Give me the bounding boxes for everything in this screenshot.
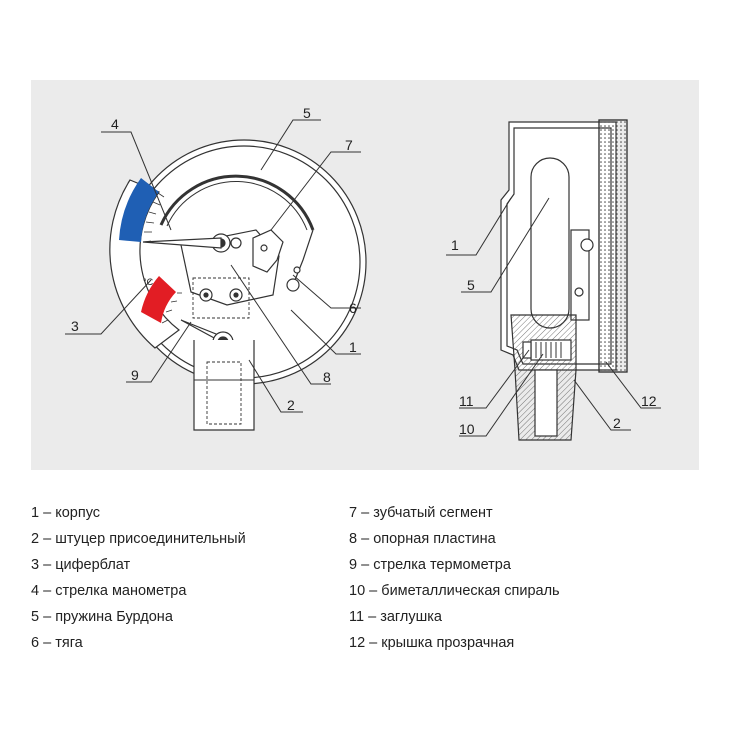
pressure-needle (142, 237, 222, 249)
callout-10: 10 (459, 421, 475, 437)
link-pivot (286, 278, 300, 292)
legend-number: 9 (349, 557, 358, 573)
legend-text: зубчатый сегмент (373, 505, 493, 521)
temperature-scale-ticks (161, 292, 182, 324)
legend-text: штуцер присоединительный (55, 531, 246, 547)
legend-separator: – (357, 557, 374, 573)
legend-column-left: 1 – корпус 2 – штуцер присоединительный … (31, 500, 246, 656)
legend-number: 3 (31, 557, 40, 573)
callout-3: 3 (71, 318, 79, 334)
pressure-scale-arc (119, 178, 159, 242)
segment-pivot (260, 244, 268, 252)
callout-4: 4 (111, 116, 119, 132)
legend-item: 4 – стрелка манометра (31, 578, 246, 604)
legend-item: 1 – корпус (31, 500, 246, 526)
legend-separator: – (365, 583, 382, 599)
legend-separator: – (364, 609, 381, 625)
leader-lines (65, 119, 661, 437)
legend-item: 3 – циферблат (31, 552, 246, 578)
callout-9: 9 (131, 367, 139, 383)
bracket-screw-right-core (233, 292, 239, 298)
legend-text: циферблат (55, 557, 131, 573)
bimetal-spiral (535, 342, 562, 358)
celsius-unit-label: °C (143, 277, 154, 287)
legend-item: 12 – крышка прозрачная (349, 630, 560, 656)
legend-item: 5 – пружина Бурдона (31, 604, 246, 630)
parts-legend: 1 – корпус 2 – штуцер присоединительный … (31, 500, 699, 660)
legend-separator: – (39, 635, 56, 651)
legend-text: корпус (55, 505, 101, 521)
bourdon-spring (159, 174, 315, 231)
socket-bracket-outline (192, 277, 250, 319)
side-movement-pivot (574, 287, 584, 297)
legend-number: 7 (349, 505, 358, 521)
legend-number: 6 (31, 635, 40, 651)
temperature-scale-arc (141, 276, 176, 323)
legend-text: пружина Бурдона (55, 609, 173, 625)
legend-number: 4 (31, 583, 40, 599)
callout-11: 11 (459, 393, 474, 409)
callout-2-front: 2 (287, 397, 295, 413)
callout-5: 5 (303, 105, 311, 121)
transparent-cover (598, 119, 628, 373)
legend-separator: – (39, 531, 56, 547)
callout-6: 6 (349, 300, 357, 316)
legend-item: 8 – опорная пластина (349, 526, 560, 552)
bracket-screw-left-core (203, 292, 209, 298)
legend-text: стрелка манометра (55, 583, 187, 599)
legend-text: тяга (55, 635, 83, 651)
callout-8: 8 (323, 369, 331, 385)
legend-item: 2 – штуцер присоединительный (31, 526, 246, 552)
legend-separator: – (39, 505, 56, 521)
legend-column-right: 7 – зубчатый сегмент 8 – опорная пластин… (349, 500, 560, 656)
legend-text: заглушка (380, 609, 442, 625)
segment-axle (230, 237, 242, 249)
bourdon-spring-inner (166, 181, 308, 231)
legend-text: крышка прозрачная (381, 635, 515, 651)
side-view (500, 119, 628, 441)
legend-separator: – (357, 531, 374, 547)
legend-item: 6 – тяга (31, 630, 246, 656)
callout-2-side: 2 (613, 415, 621, 431)
legend-item: 7 – зубчатый сегмент (349, 500, 560, 526)
gauge-cutaway-drawing: 4 5 7 3 9 6 1 8 2 °C 1 5 11 10 12 2 (65, 105, 661, 441)
legend-number: 5 (31, 609, 40, 625)
callout-1-side: 1 (451, 237, 459, 253)
link-pin (293, 266, 301, 274)
legend-text: опорная пластина (373, 531, 496, 547)
legend-separator: – (365, 635, 382, 651)
plug (522, 341, 532, 359)
legend-text: биметаллическая спираль (381, 583, 560, 599)
legend-item: 11 – заглушка (349, 604, 560, 630)
legend-separator: – (357, 505, 374, 521)
legend-item: 9 – стрелка термометра (349, 552, 560, 578)
legend-number: 12 (349, 635, 366, 651)
side-bourdon-spring (530, 157, 570, 329)
side-movement-pinion (580, 238, 594, 252)
legend-number: 1 (31, 505, 40, 521)
side-socket-bore (534, 369, 558, 437)
legend-item: 10 – биметаллическая спираль (349, 578, 560, 604)
side-movement (570, 229, 590, 321)
legend-number: 10 (349, 583, 366, 599)
legend-separator: – (39, 557, 56, 573)
callout-12: 12 (641, 393, 657, 409)
connection-socket (193, 340, 255, 431)
legend-number: 8 (349, 531, 358, 547)
legend-text: стрелка термометра (373, 557, 511, 573)
pressure-scale-ticks (142, 192, 165, 243)
callout-7: 7 (345, 137, 353, 153)
legend-separator: – (39, 609, 56, 625)
socket-bore (206, 361, 242, 425)
callout-1-front: 1 (349, 339, 357, 355)
callout-5-side: 5 (467, 277, 475, 293)
diagram-panel: 4 5 7 3 9 6 1 8 2 °C 1 5 11 10 12 2 (31, 80, 699, 470)
legend-number: 2 (31, 531, 40, 547)
front-view (109, 139, 367, 431)
legend-separator: – (39, 583, 56, 599)
legend-number: 11 (349, 609, 365, 625)
